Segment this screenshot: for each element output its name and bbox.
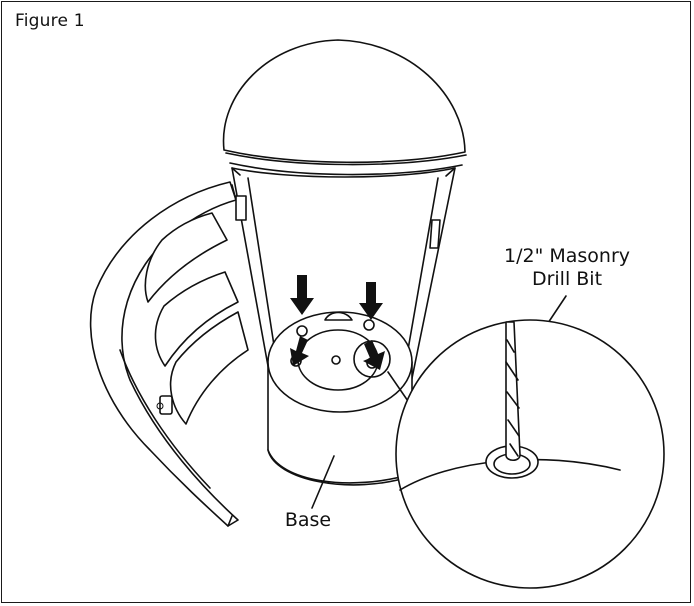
arrow-down-icon (359, 282, 383, 320)
base-cylinder (267, 311, 413, 486)
screw-hole (363, 319, 375, 331)
mounting-arrows (290, 275, 385, 370)
door-panel (89, 181, 249, 527)
base-leader-line (311, 455, 335, 509)
arrow-down-icon (290, 275, 314, 315)
screw-hole (296, 325, 308, 337)
arrow-down-icon (290, 336, 309, 366)
detail-magnifier (395, 319, 665, 589)
base-label: Base (284, 509, 332, 531)
drill-bit-label-line1: 1/2" Masonry (503, 245, 630, 267)
drill-bit-label-line2: Drill Bit (531, 268, 603, 290)
figure-title: Figure 1 (15, 11, 85, 31)
dome-cap (222, 39, 467, 176)
arrow-down-icon (363, 340, 385, 370)
